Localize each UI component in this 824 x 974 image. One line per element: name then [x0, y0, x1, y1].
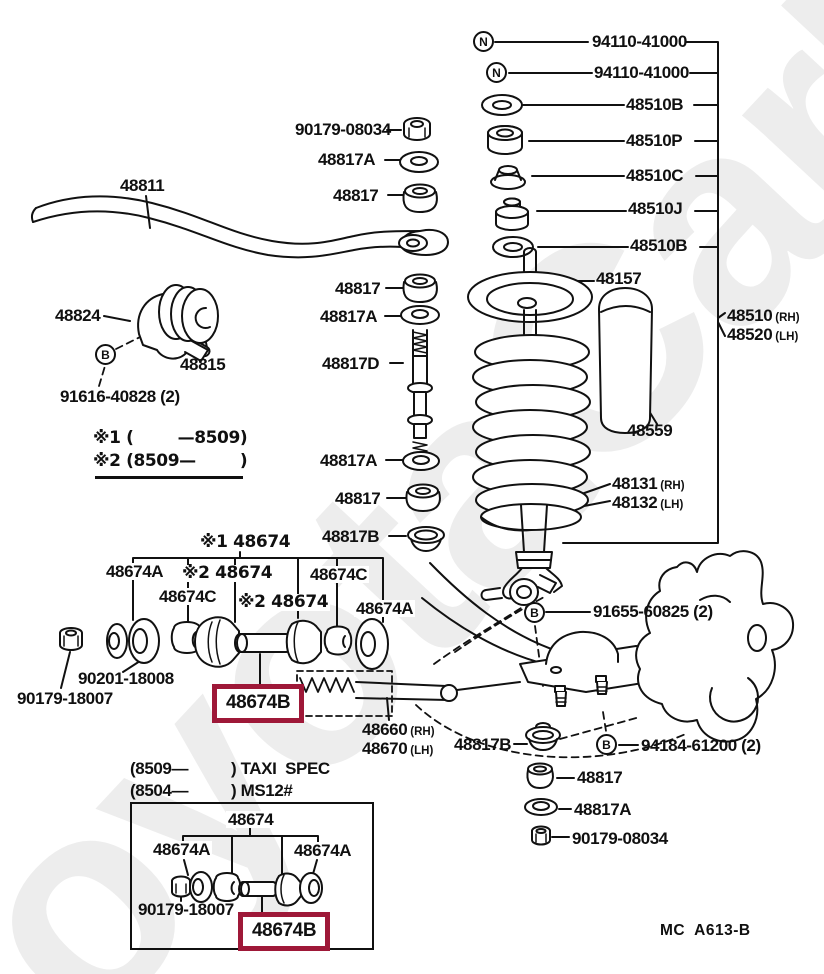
part-label-48811: 48811 — [120, 176, 165, 195]
absorber-lh-side: (LH) — [775, 331, 799, 343]
taxi-part-48674a-right: 48674A — [292, 841, 354, 860]
highlighted-part-48674b-1: 48674B — [212, 684, 305, 723]
part-label-48674c-1: 48674C — [308, 565, 370, 584]
taxi-part-48674: 48674 — [226, 810, 276, 829]
part-label-90201: 90201-18008 — [78, 669, 174, 688]
part-label-48824: 48824 — [55, 306, 101, 325]
absorber-lh-number: 48520 — [727, 325, 773, 344]
shock-lower-drawing — [480, 504, 563, 606]
part-label-48674-note2a: ※2 48674 — [180, 563, 275, 583]
part-label-48674a-2: 48674A — [354, 599, 416, 618]
stab-link-hardware-column — [399, 117, 445, 552]
note-2: ※2 (8509— ) — [93, 451, 248, 471]
taxi-spec-date-1: (8509— — [130, 759, 189, 778]
part-label-91616: 91616-40828 (2) — [60, 387, 180, 406]
absorber-rh-side: (RH) — [775, 312, 800, 324]
part-label-48510p: 48510P — [626, 131, 683, 150]
part-label-91655: 91655-60825 (2) — [593, 602, 713, 621]
taxi-parts-row — [171, 871, 323, 907]
b-marker-2: B — [524, 602, 545, 623]
part-label-48510b-2: 48510B — [630, 236, 688, 255]
arm-mount-hardware — [524, 722, 561, 846]
spring-rh-side: (RH) — [660, 480, 685, 492]
part-label-90179-18007-1: 90179-18007 — [17, 689, 113, 708]
part-label-48817-4: 48817 — [577, 768, 623, 787]
bumper-drawing — [598, 287, 653, 434]
part-label-90179-08034-2: 90179-08034 — [572, 829, 668, 848]
part-label-48510c: 48510C — [626, 166, 684, 185]
part-label-48510j: 48510J — [628, 199, 683, 218]
part-label-48817a-3: 48817A — [320, 451, 378, 470]
part-label-48817d: 48817D — [322, 354, 380, 373]
coil-spring-drawing — [472, 334, 591, 532]
diagram-code: MC A613-B — [660, 922, 751, 939]
part-label-48674c-2: 48674C — [157, 587, 219, 606]
bar-lh-number: 48670 — [362, 739, 408, 758]
part-label-48674-note2b: ※2 48674 — [236, 592, 331, 612]
b-marker-1: B — [95, 344, 116, 365]
bar-lh-side: (LH) — [410, 745, 434, 757]
part-label-48559: 48559 — [627, 421, 673, 440]
part-label-48817b-1: 48817B — [322, 527, 380, 546]
knuckle-drawing — [635, 550, 795, 743]
taxi-spec-date-2: (8504— — [130, 781, 189, 800]
part-label-90179-08034-1: 90179-08034 — [295, 120, 391, 139]
strut-bar-drawing — [299, 677, 521, 702]
support-stack-drawing — [481, 94, 534, 258]
part-label-48660-48670: 48660(RH) 48670(LH) — [362, 720, 435, 758]
spring-lh-number: 48132 — [612, 493, 658, 512]
part-label-48674-note1: ※1 48674 — [198, 532, 293, 552]
note-1: ※1 ( —8509) — [93, 428, 248, 448]
part-label-48157: 48157 — [596, 269, 642, 288]
part-label-48817a-4: 48817A — [574, 800, 632, 819]
stabilizer-bushing-drawing — [158, 284, 219, 344]
stabilizer-bar-drawing — [31, 195, 449, 259]
taxi-spec-model: ) MS12# — [231, 781, 293, 800]
part-label-94184: 94184-61200 (2) — [641, 736, 761, 755]
taxi-part-48674a-left: 48674A — [151, 840, 213, 859]
taxi-spec-title: ) TAXI SPEC — [231, 759, 330, 778]
b-marker-3: B — [596, 734, 617, 755]
absorber-rh-number: 48510 — [727, 306, 773, 325]
part-label-48131-48132: 48131(RH) 48132(LH) — [612, 474, 685, 512]
part-label-48510-48520: 48510(RH) 48520(LH) — [727, 306, 800, 344]
spring-rh-number: 48131 — [612, 474, 658, 493]
part-label-94110-2: 94110-41000 — [594, 63, 689, 82]
part-label-48815: 48815 — [180, 355, 226, 374]
part-label-48817-2: 48817 — [335, 279, 381, 298]
bar-rh-side: (RH) — [410, 726, 435, 738]
link-parts-row — [59, 616, 389, 670]
part-label-94110-1: 94110-41000 — [592, 32, 687, 51]
part-label-48817-1: 48817 — [333, 186, 379, 205]
n-marker-1: N — [473, 31, 494, 52]
part-label-48510b-1: 48510B — [626, 95, 684, 114]
bar-rh-number: 48660 — [362, 720, 408, 739]
highlighted-part-48674b-2: 48674B — [238, 912, 331, 951]
part-label-48817a-2: 48817A — [320, 307, 378, 326]
spring-lh-side: (LH) — [660, 499, 684, 511]
notes-underline — [95, 476, 243, 479]
part-label-48817-3: 48817 — [335, 489, 381, 508]
part-label-48817b-2: 48817B — [454, 735, 512, 754]
spring-seat-drawing — [467, 247, 593, 349]
part-label-48674a-1: 48674A — [104, 562, 166, 581]
taxi-part-90179: 90179-18007 — [138, 900, 234, 919]
n-marker-2: N — [486, 62, 507, 83]
part-label-48817a-1: 48817A — [318, 150, 376, 169]
